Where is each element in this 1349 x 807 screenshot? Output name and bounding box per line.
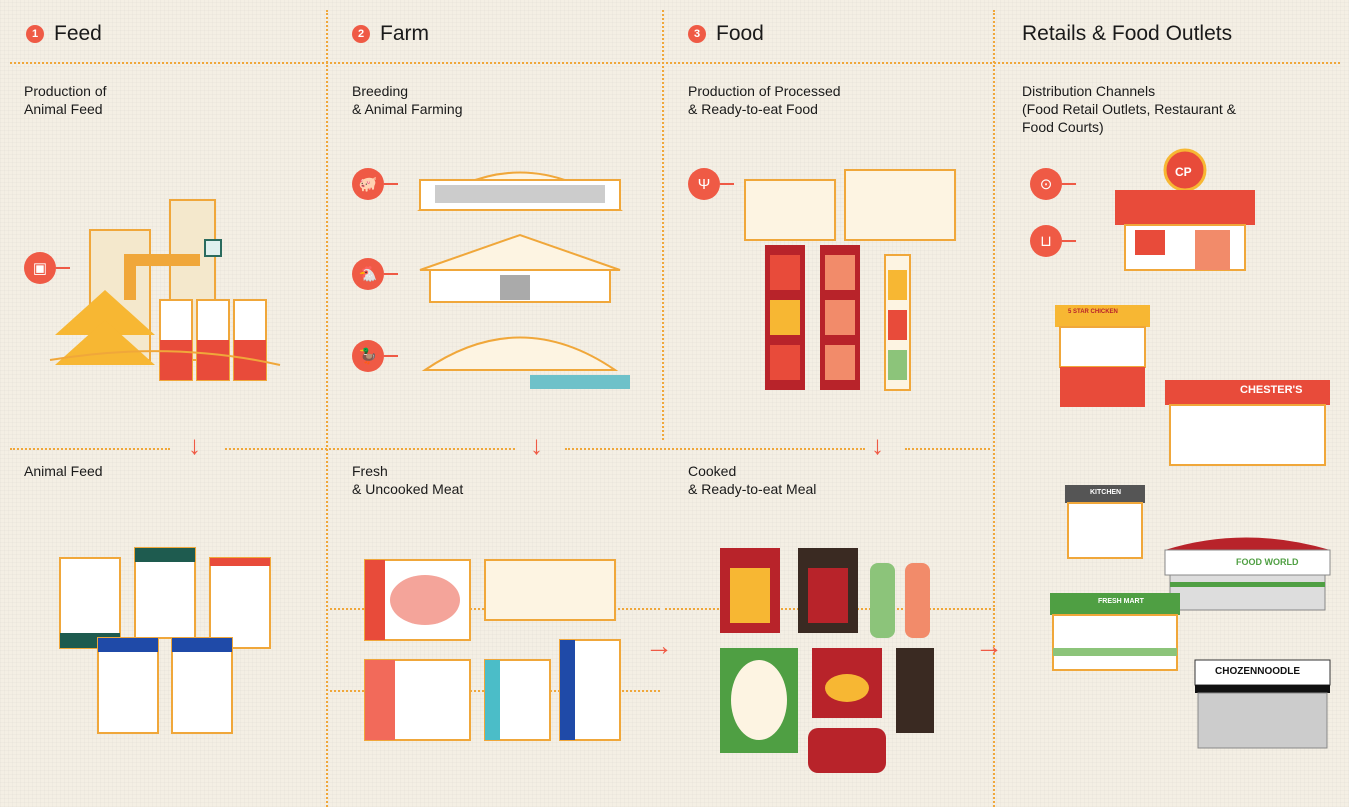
fresh-meat-illustration — [364, 559, 621, 741]
pig-icon: 🐖 — [352, 168, 398, 200]
arrow-right-icon: → — [645, 630, 673, 661]
column-divider — [326, 10, 328, 807]
food-factory-illustration — [744, 169, 956, 391]
row-divider — [565, 448, 865, 450]
chozen-sign: CHOZENNOODLE — [1215, 666, 1300, 677]
step-number-badge: 2 — [352, 25, 370, 43]
arrow-right-icon: → — [975, 630, 1003, 661]
fresh-mart-store — [1050, 593, 1180, 671]
food-world-store — [1164, 537, 1331, 611]
row-divider — [225, 448, 515, 450]
feed-mill-icon: ▣ — [24, 252, 70, 284]
stage-title-feed: 1 Feed — [26, 22, 102, 46]
chesters-store — [1165, 380, 1330, 466]
column-divider — [662, 10, 664, 440]
five-star-sign: 5 STAR CHICKEN — [1068, 309, 1118, 315]
header-divider — [10, 62, 1340, 64]
food-world-sign: FOOD WORLD — [1236, 557, 1299, 567]
step-number-badge: 3 — [688, 25, 706, 43]
process-label-farm: Breeding & Animal Farming — [352, 83, 463, 117]
feed-mill-illustration — [49, 199, 281, 381]
arrow-down-icon: ↓ — [188, 430, 201, 460]
stage-title-retail: Retails & Food Outlets — [1022, 22, 1232, 46]
row-divider — [10, 448, 170, 450]
cp-logo-text: CP — [1175, 165, 1192, 179]
stage-title-farm: 2 Farm — [352, 22, 429, 46]
chicken-icon: 🐔 — [352, 258, 398, 290]
dish-icon: ⊙ — [1030, 168, 1076, 200]
cp-store — [1115, 148, 1255, 271]
output-label-farm: Fresh & Uncooked Meat — [352, 463, 464, 497]
column-divider — [993, 10, 995, 807]
chesters-sign: CHESTER'S — [1240, 384, 1303, 396]
process-label-food: Production of Processed & Ready-to-eat F… — [688, 83, 841, 117]
stage-title-text: Food — [716, 22, 764, 45]
stage-title-text: Feed — [54, 22, 102, 45]
farm-illustration — [416, 171, 630, 389]
output-label-food: Cooked & Ready-to-eat Meal — [688, 463, 817, 497]
step-number-badge: 1 — [26, 25, 44, 43]
antenna-icon: Ψ — [688, 168, 734, 200]
kitchen-store — [1065, 485, 1145, 559]
chozen-store — [1194, 659, 1331, 749]
stage-title-text: Farm — [380, 22, 429, 45]
basket-icon: ⊔ — [1030, 225, 1076, 257]
fresh-mart-sign: FRESH MART — [1098, 598, 1144, 605]
animal-feed-bags-illustration — [59, 547, 271, 734]
cooked-meals-illustration — [720, 548, 934, 773]
stage-title-text: Retails & Food Outlets — [1022, 22, 1233, 45]
row-divider — [905, 448, 990, 450]
stage-title-food: 3 Food — [688, 22, 764, 46]
process-label-retail: Distribution Channels (Food Retail Outle… — [1022, 83, 1236, 135]
arrow-down-icon: ↓ — [530, 430, 543, 460]
kiosk-store — [1055, 305, 1150, 407]
kitchen-sign: KITCHEN — [1090, 489, 1122, 496]
duck-icon: 🦆 — [352, 340, 398, 372]
output-label-feed: Animal Feed — [24, 463, 103, 479]
arrow-down-icon: ↓ — [871, 430, 884, 460]
process-label-feed: Production of Animal Feed — [24, 83, 107, 117]
